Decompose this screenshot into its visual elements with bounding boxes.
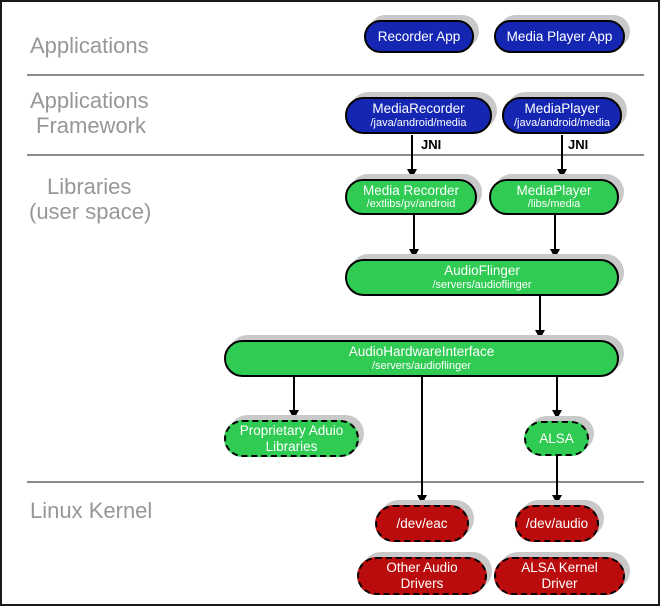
layer-label-libraries: Libraries (user space) bbox=[29, 174, 151, 225]
node-title: /dev/audio bbox=[525, 515, 589, 531]
layer-label-text: Libraries bbox=[47, 174, 132, 199]
node-alsa-kernel-driver: ALSA Kernel Driver bbox=[494, 557, 625, 595]
node-dev-audio: /dev/audio bbox=[515, 505, 599, 542]
node-alsa: ALSA bbox=[524, 421, 589, 456]
node-other-audio-drivers: Other Audio Drivers bbox=[357, 557, 487, 595]
node-title: MediaPlayer bbox=[516, 182, 592, 198]
node-title: AudioFlinger bbox=[444, 263, 520, 279]
divider-framework-libraries bbox=[27, 154, 644, 156]
layer-label-text: Applications bbox=[30, 33, 149, 58]
arrow-mediarecorder-to-audioflinger bbox=[413, 215, 415, 258]
node-title: ALSA bbox=[539, 430, 574, 446]
node-audiohardwareinterface: AudioHardwareInterface /servers/audiofli… bbox=[224, 340, 619, 377]
arrow-audioflinger-to-ahi bbox=[539, 296, 541, 339]
arrow-alsa-to-dev-audio bbox=[556, 455, 558, 504]
node-title: MediaPlayer bbox=[524, 101, 600, 117]
arrow-ahi-to-alsa bbox=[556, 377, 558, 419]
node-title: Other Audio Drivers bbox=[386, 560, 458, 591]
node-recorder-app: Recorder App bbox=[364, 20, 474, 53]
node-dev-eac: /dev/eac bbox=[375, 505, 469, 542]
node-title: AudioHardwareInterface bbox=[348, 344, 495, 360]
node-title: ALSA Kernel Driver bbox=[521, 560, 598, 591]
node-path: /servers/audioflinger bbox=[432, 278, 532, 291]
layer-label-applications: Applications bbox=[30, 33, 149, 58]
arrow-mediaplayer-jni bbox=[561, 135, 563, 178]
node-path: /java/android/media bbox=[370, 116, 467, 129]
node-path: /libs/media bbox=[527, 198, 581, 211]
arrow-mediarecorder-jni bbox=[411, 135, 413, 178]
node-audioflinger: AudioFlinger /servers/audioflinger bbox=[345, 259, 619, 296]
arrow-ahi-to-proprietary bbox=[293, 377, 295, 419]
layer-label-text: Applications bbox=[30, 88, 149, 113]
node-mediarecorder-framework: MediaRecorder /java/android/media bbox=[345, 97, 492, 134]
node-title: Media Recorder bbox=[362, 182, 460, 198]
arrow-mediaplayer-to-audioflinger bbox=[554, 215, 556, 258]
node-title: Proprietary Aduio Libraries bbox=[239, 422, 344, 454]
node-path: /java/android/media bbox=[513, 116, 610, 129]
jni-label-left: JNI bbox=[421, 137, 442, 152]
node-mediaplayer-lib: MediaPlayer /libs/media bbox=[489, 179, 619, 215]
node-proprietary-audio-libraries: Proprietary Aduio Libraries bbox=[224, 420, 359, 457]
divider-applications-framework bbox=[27, 74, 644, 76]
layer-label-linux-kernel: Linux Kernel bbox=[30, 498, 152, 523]
node-media-player-app: Media Player App bbox=[494, 20, 625, 53]
node-mediaplayer-framework: MediaPlayer /java/android/media bbox=[502, 97, 622, 134]
arrow-ahi-to-dev-eac bbox=[421, 377, 423, 504]
layer-label-text: (user space) bbox=[29, 199, 152, 225]
node-title: Media Player App bbox=[506, 28, 613, 44]
node-path: /servers/audioflinger bbox=[371, 359, 472, 372]
node-media-recorder-lib: Media Recorder /extlibs/pv/android bbox=[345, 179, 477, 215]
node-title: MediaRecorder bbox=[372, 101, 465, 117]
layer-label-text: Framework bbox=[36, 113, 147, 139]
jni-label-right: JNI bbox=[568, 137, 589, 152]
divider-libraries-kernel bbox=[27, 481, 644, 483]
node-path: /extlibs/pv/android bbox=[366, 198, 456, 211]
node-title: Recorder App bbox=[377, 28, 461, 44]
layer-label-text: Linux Kernel bbox=[30, 498, 153, 523]
layer-label-applications-framework: Applications Framework bbox=[30, 88, 149, 139]
node-title: /dev/eac bbox=[396, 515, 448, 531]
